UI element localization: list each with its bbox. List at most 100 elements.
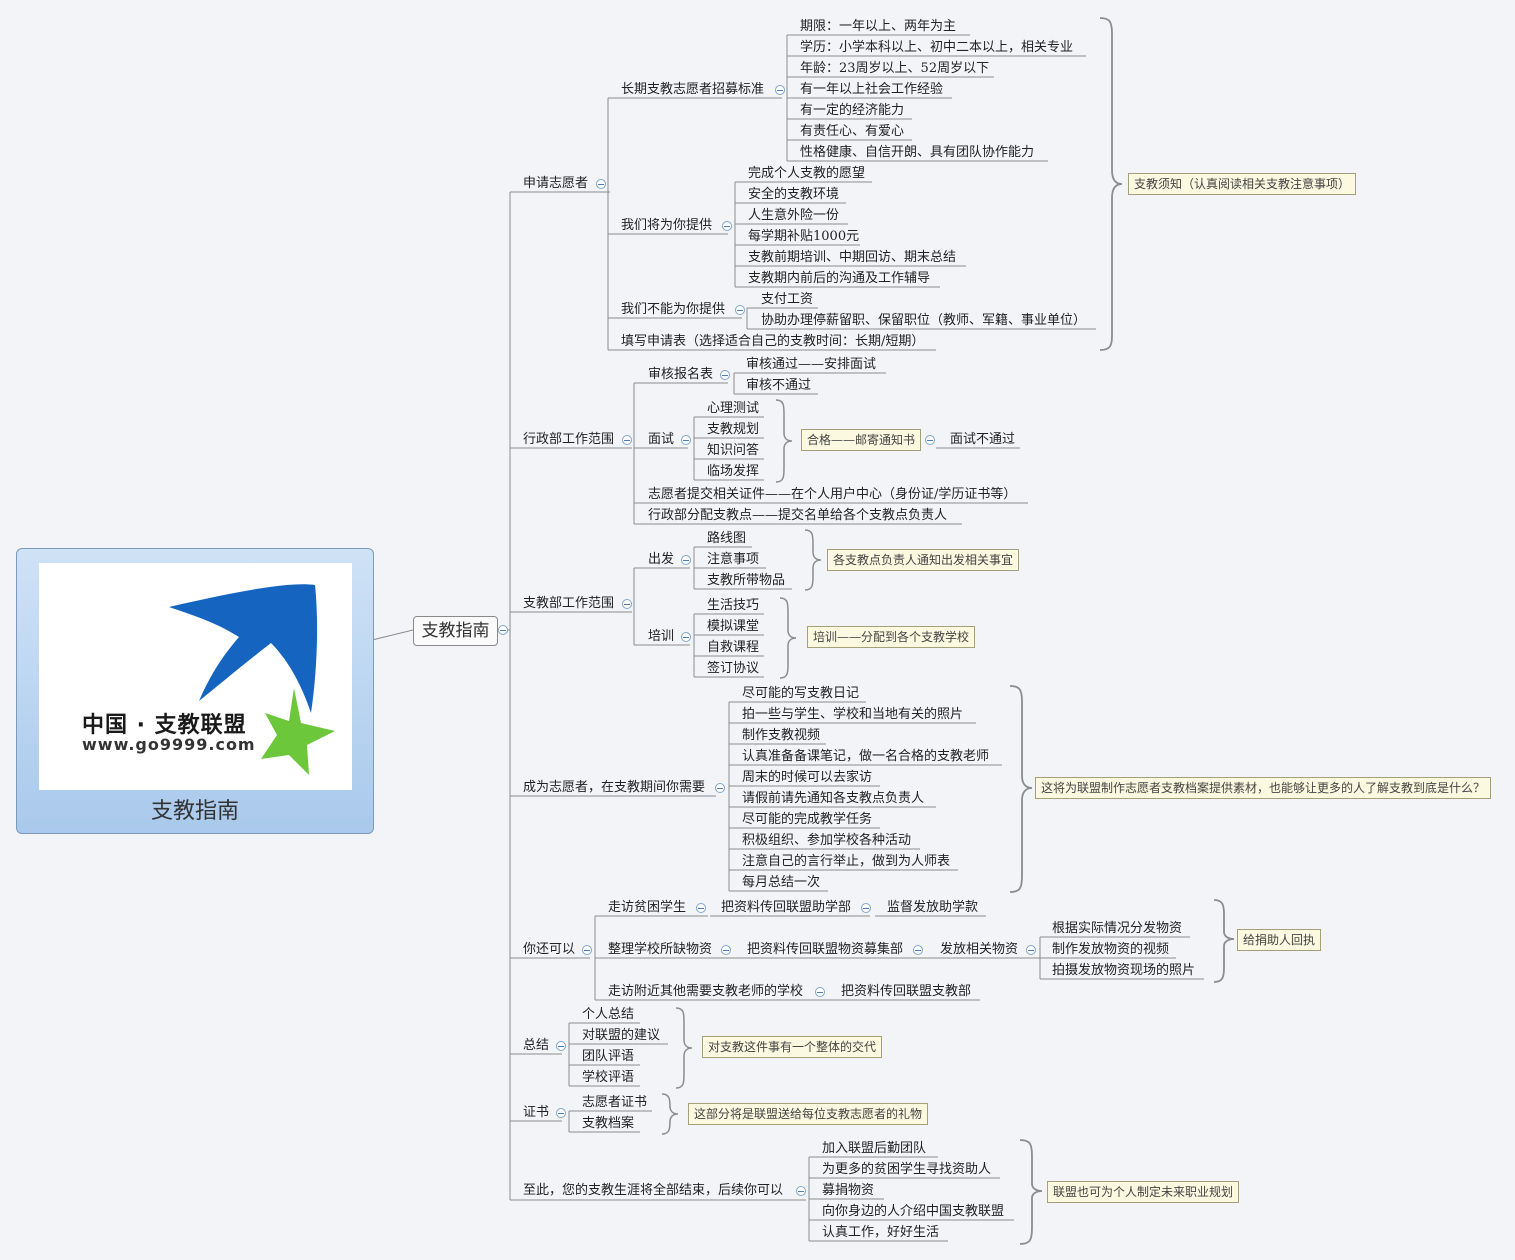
long-term-item: 有一年以上社会工作经验 <box>800 82 944 97</box>
volunteer-item: 每月总结一次 <box>742 875 821 890</box>
collapse-toggle-icon[interactable] <box>1026 945 1036 955</box>
topic-supplies[interactable]: 整理学校所缺物资 <box>608 942 713 957</box>
provide-item: 人生意外险一份 <box>748 208 840 223</box>
volunteer-item: 周末的时候可以去家访 <box>742 770 873 785</box>
visit-next: 把资料传回联盟助学部 <box>721 900 852 915</box>
topic-long-term[interactable]: 长期支教志愿者招募标准 <box>621 82 765 97</box>
supplies-dist[interactable]: 发放相关物资 <box>940 942 1019 957</box>
topic-summary[interactable]: 总结 <box>523 1038 550 1053</box>
not-provide-item: 协助办理停薪留职、保留职位（教师、军籍、事业单位） <box>761 313 1087 328</box>
supplies-item: 根据实际情况分发物资 <box>1052 921 1183 936</box>
collapse-toggle-icon[interactable] <box>861 903 871 913</box>
collapse-toggle-icon[interactable] <box>681 555 691 565</box>
topic-visit[interactable]: 走访贫困学生 <box>608 900 687 915</box>
note-training: 培训——分配到各个支教学校 <box>807 626 976 648</box>
collapse-toggle-icon[interactable] <box>681 435 691 445</box>
provide-item: 每学期补贴1000元 <box>748 229 860 244</box>
note-interview: 合格——邮寄通知书 <box>801 429 922 451</box>
long-term-item: 学历：小学本科以上、初中二本以上，相关专业 <box>800 40 1074 55</box>
volunteer-item: 制作支教视频 <box>742 728 821 743</box>
topic-interview[interactable]: 面试 <box>648 432 675 447</box>
collapse-toggle-icon[interactable] <box>720 370 730 380</box>
topic-submit[interactable]: 志愿者提交相关证件——在个人用户中心（身份证/学历证书等） <box>648 487 1017 502</box>
note-summary: 对支教这件事有一个整体的交代 <box>702 1036 883 1058</box>
collapse-toggle-icon[interactable] <box>696 903 706 913</box>
topic-volunteer[interactable]: 成为志愿者，在支教期间你需要 <box>523 780 706 795</box>
brace-shape <box>804 529 822 591</box>
collapse-toggle-icon[interactable] <box>681 632 691 642</box>
topic-admin[interactable]: 行政部工作范围 <box>523 432 615 447</box>
topic-teaching[interactable]: 支教部工作范围 <box>523 596 615 611</box>
brace-shape <box>1099 17 1123 351</box>
long-term-item: 有一定的经济能力 <box>800 103 905 118</box>
topic-nearby[interactable]: 走访附近其他需要支教老师的学校 <box>608 984 804 999</box>
topic-provide[interactable]: 我们将为你提供 <box>621 218 713 233</box>
after-item: 加入联盟后勤团队 <box>822 1141 927 1156</box>
brace-shape <box>779 597 797 679</box>
training-item: 签订协议 <box>707 661 760 676</box>
note-after: 联盟也可为个人制定未来职业规划 <box>1047 1181 1240 1203</box>
topic-not-provide[interactable]: 我们不能为你提供 <box>621 302 726 317</box>
topic-cert[interactable]: 证书 <box>523 1105 550 1120</box>
collapse-toggle-icon[interactable] <box>556 1108 566 1118</box>
collapse-toggle-icon[interactable] <box>498 625 508 635</box>
note-cert: 这部分将是联盟送给每位支教志愿者的礼物 <box>688 1103 929 1125</box>
connector-line <box>371 629 414 641</box>
after-item: 认真工作，好好生活 <box>822 1225 940 1240</box>
interview-item: 心理测试 <box>707 401 760 416</box>
collapse-toggle-icon[interactable] <box>913 945 923 955</box>
provide-item: 安全的支教环境 <box>748 187 840 202</box>
long-term-item: 年龄：23周岁以上、52周岁以下 <box>800 61 990 76</box>
depart-item: 注意事项 <box>707 552 760 567</box>
collapse-toggle-icon[interactable] <box>622 435 632 445</box>
volunteer-item: 尽可能的完成教学任务 <box>742 812 873 827</box>
collapse-toggle-icon[interactable] <box>722 221 732 231</box>
note-volunteer: 这将为联盟制作志愿者支教档案提供素材，也能够让更多的人了解支教到底是什么？ <box>1035 777 1492 799</box>
interview-item: 支教规划 <box>707 422 760 437</box>
topic-assign[interactable]: 行政部分配支教点——提交名单给各个支教点负责人 <box>648 508 948 523</box>
depart-item: 路线图 <box>707 531 747 546</box>
visit-last: 监督发放助学款 <box>887 900 979 915</box>
collapse-toggle-icon[interactable] <box>815 987 825 997</box>
topic-training[interactable]: 培训 <box>648 629 675 644</box>
note-supplies: 给捐助人回执 <box>1237 929 1322 951</box>
collapse-toggle-icon[interactable] <box>735 305 745 315</box>
logo-title: 支教指南 <box>150 799 239 824</box>
after-item: 为更多的贫困学生寻找资助人 <box>822 1162 992 1177</box>
collapse-toggle-icon[interactable] <box>596 179 606 189</box>
logo-card[interactable]: 中国 · 支教联盟 www.go9999.com 支教指南 <box>16 548 374 834</box>
root-topic[interactable]: 支教指南 <box>413 616 498 646</box>
topic-apply[interactable]: 申请志愿者 <box>523 176 589 191</box>
brace-shape <box>775 399 793 483</box>
nearby-next: 把资料传回联盟支教部 <box>841 984 972 999</box>
collapse-toggle-icon[interactable] <box>721 945 731 955</box>
interview-item: 知识问答 <box>707 443 760 458</box>
collapse-toggle-icon[interactable] <box>925 435 935 445</box>
provide-item: 支教期内前后的沟通及工作辅导 <box>748 271 931 286</box>
topic-review[interactable]: 审核报名表 <box>648 367 714 382</box>
not-provide-item: 支付工资 <box>761 292 814 307</box>
collapse-toggle-icon[interactable] <box>582 945 592 955</box>
collapse-toggle-icon[interactable] <box>796 1186 806 1196</box>
topic-depart[interactable]: 出发 <box>648 552 675 567</box>
supplies-next: 把资料传回联盟物资募集部 <box>747 942 904 957</box>
topic-after[interactable]: 至此，您的支教生涯将全部结束，后续你可以 <box>523 1183 784 1198</box>
collapse-toggle-icon[interactable] <box>556 1041 566 1051</box>
logo-url: www.go9999.com <box>82 735 256 754</box>
topic-form[interactable]: 填写申请表（选择适合自己的支教时间：长期/短期） <box>621 334 925 349</box>
volunteer-item: 请假前请先通知各支教点负责人 <box>742 791 925 806</box>
long-term-item: 性格健康、自信开朗、具有团队协作能力 <box>800 145 1035 160</box>
volunteer-item: 认真准备备课笔记，做一名合格的支教老师 <box>742 749 990 764</box>
summary-item: 个人总结 <box>582 1007 635 1022</box>
summary-item: 团队评语 <box>582 1049 635 1064</box>
provide-item: 支教前期培训、中期回访、期末总结 <box>748 250 957 265</box>
collapse-toggle-icon[interactable] <box>715 783 725 793</box>
supplies-item: 制作发放物资的视频 <box>1052 942 1170 957</box>
collapse-toggle-icon[interactable] <box>775 85 785 95</box>
after-item: 募捐物资 <box>822 1183 875 1198</box>
swallow-star-logo-icon <box>169 584 335 775</box>
after-item: 向你身边的人介绍中国支教联盟 <box>822 1204 1005 1219</box>
topic-also[interactable]: 你还可以 <box>523 942 576 957</box>
collapse-toggle-icon[interactable] <box>622 599 632 609</box>
